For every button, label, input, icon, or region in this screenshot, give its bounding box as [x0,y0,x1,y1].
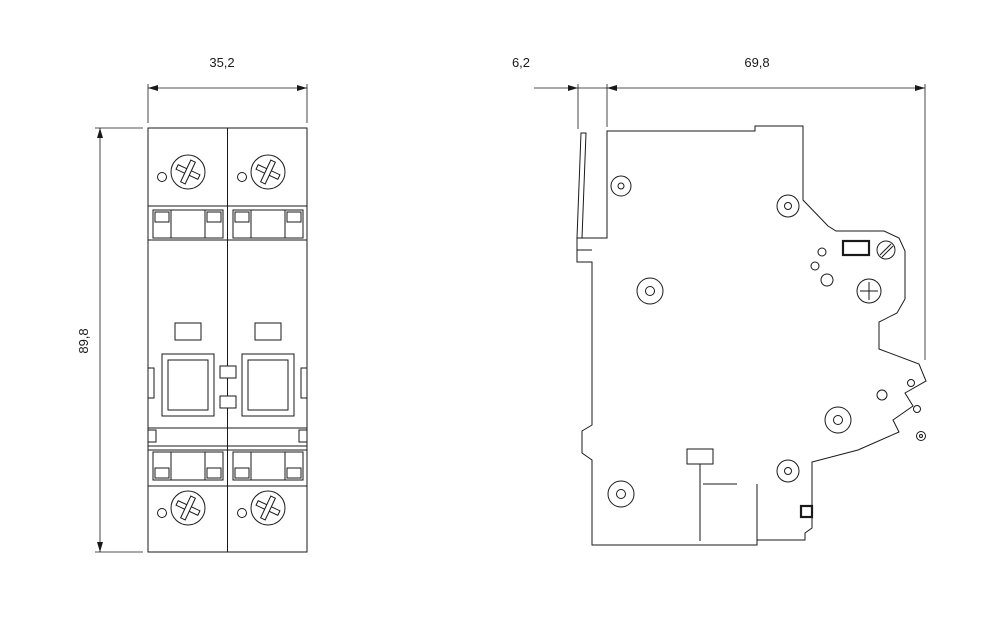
front-view-side-tabs [147,367,308,443]
front-height-dimension-label: 89,8 [76,328,91,353]
side-view-detail-circles [810,247,926,441]
side-view-rivets [607,175,852,508]
front-width-dimension: 35,2 [147,55,308,123]
side-body-depth-dimension: 69,8 [606,55,926,360]
din-clip-tab [576,132,587,239]
front-view: 35,2 89,8 [76,55,308,553]
side-view-windows [686,239,871,541]
side-view-outline [576,125,927,546]
side-clip-depth-dimension-label: 6,2 [512,55,530,70]
side-body-depth-dimension-label: 69,8 [744,55,769,70]
front-view-pole-right [232,154,304,526]
front-width-dimension-label: 35,2 [209,55,234,70]
front-view-pole-left [152,154,224,526]
front-view-toggle-tie-bars [219,365,237,409]
front-height-dimension: 89,8 [76,127,143,553]
terminal-screw-slot-icon [876,240,896,260]
terminal-screw-cross-icon [856,278,882,304]
side-view: 6,2 69,8 [512,55,927,546]
front-view-outline [147,127,308,553]
side-clip-depth-dimension: 6,2 [512,55,607,129]
